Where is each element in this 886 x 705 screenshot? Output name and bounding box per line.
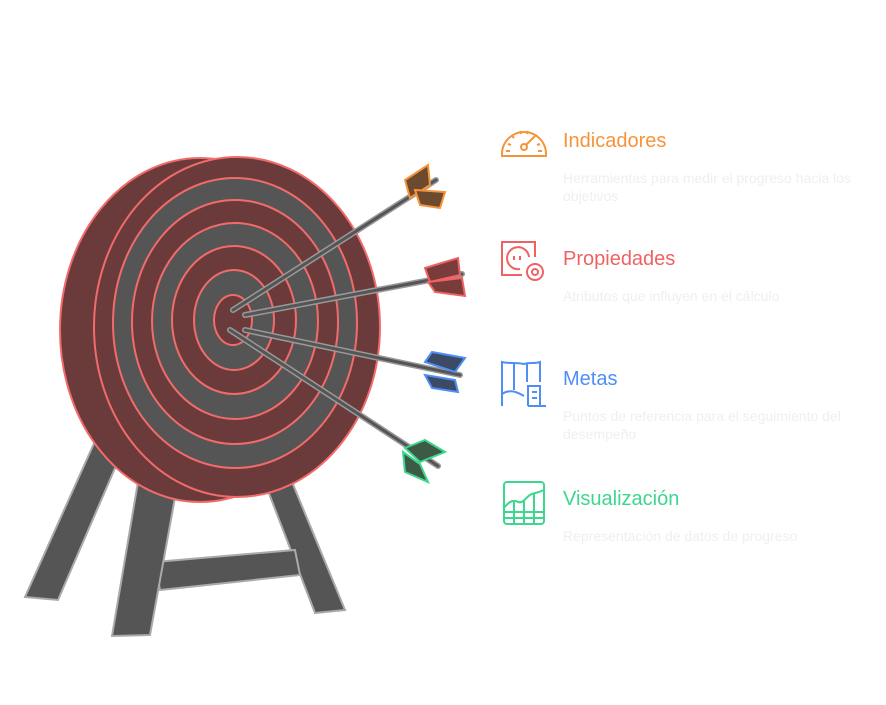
- flag-map-icon: [501, 360, 546, 407]
- crossbar: [153, 548, 302, 592]
- target-stand: [23, 428, 347, 638]
- item-title: Visualización: [563, 488, 680, 510]
- arrow-red: [242, 256, 467, 318]
- arrows: [227, 163, 467, 484]
- arrow-orange: [230, 163, 447, 313]
- settings-gauge-icon: [501, 241, 544, 281]
- speedometer-icon: [501, 130, 547, 157]
- item-description: Puntos de referencia para el seguimiento…: [563, 408, 841, 442]
- chart-grid-icon: [503, 481, 545, 525]
- item-title: Indicadores: [563, 130, 667, 152]
- item-description: Representación de datos de progreso: [563, 528, 798, 544]
- item-description: Herramientas para medir el progreso haci…: [563, 170, 851, 204]
- item-description: Atributos que influyen en el cálculo: [563, 288, 780, 304]
- target-board: [59, 156, 381, 503]
- item-title: Metas: [563, 368, 618, 390]
- item-title: Propiedades: [563, 248, 676, 270]
- bullseye: [213, 294, 253, 346]
- arrow-blue: [242, 327, 467, 394]
- arrow-green: [227, 327, 448, 484]
